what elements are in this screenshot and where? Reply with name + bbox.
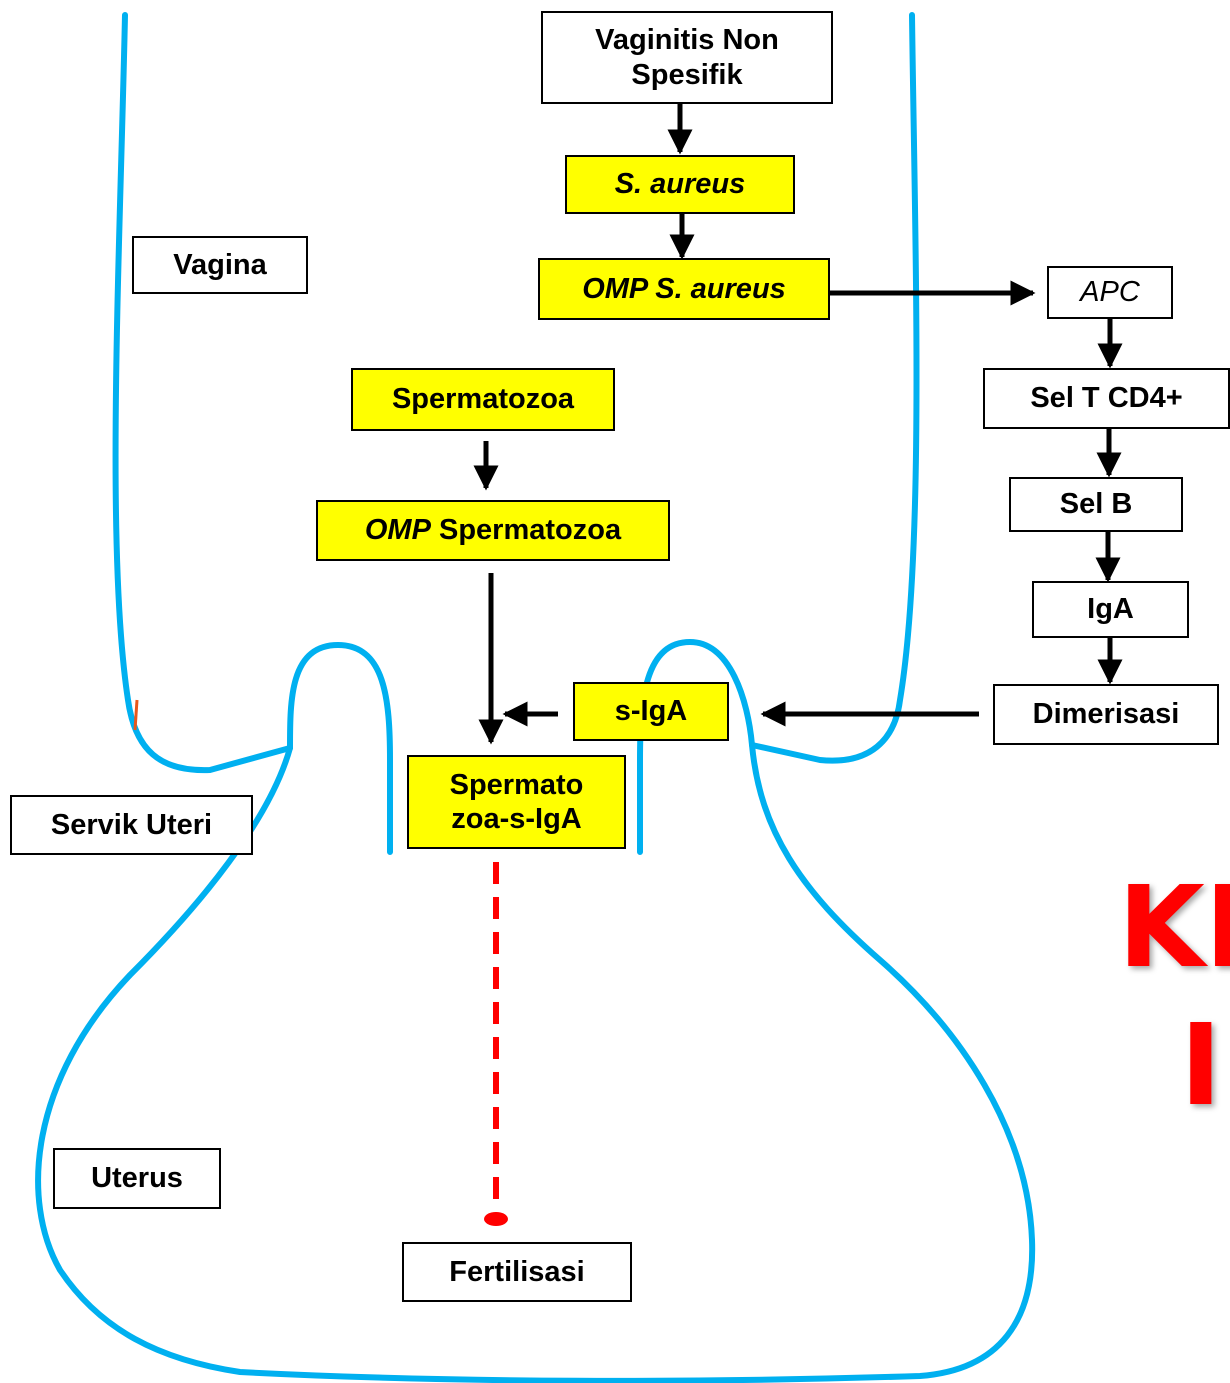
omp-italic-label: OMP [364, 514, 431, 547]
vagina-label: Vagina [173, 248, 267, 281]
omp-s-aureus-label: OMP S. aureus [582, 272, 786, 305]
omp-spermatozoa-rest: Spermatozoa [430, 514, 622, 547]
vagina-left-wall [112, 12, 293, 774]
omp-spermatozoa-label: OMP Spermatozoa [365, 513, 621, 547]
sel-t-box: Sel T CD4+ [983, 368, 1230, 429]
vagina-box: Vagina [132, 236, 308, 294]
spermatozoa-s-iga-box: Spermato zoa-s-IgA [407, 755, 626, 849]
sel-t-label: Sel T CD4+ [1030, 382, 1183, 415]
s-aureus-label: S. aureus [614, 168, 746, 201]
spermatozoa-label: Spermatozoa [391, 383, 575, 416]
s-iga-box: s-IgA [573, 682, 729, 741]
fertilisasi-label: Fertilisasi [449, 1255, 585, 1288]
dimerisasi-label: Dimerisasi [1032, 698, 1180, 731]
s-aureus-box: S. aureus [565, 155, 795, 214]
dimerisasi-box: Dimerisasi [993, 684, 1219, 745]
fertilisasi-box: Fertilisasi [402, 1242, 632, 1302]
omp-spermatozoa-box: OMP Spermatozoa [316, 500, 670, 561]
uterus-box: Uterus [53, 1148, 221, 1209]
iga-label: IgA [1087, 593, 1134, 626]
spermato-label-line1: Spermato [449, 768, 584, 801]
overlay-heading-line1: KE [1118, 863, 1230, 993]
inhibition-end-dot [484, 1212, 508, 1226]
left-cervix-lip [287, 642, 393, 855]
vaginitis-box: Vaginitis Non Spesifik [541, 11, 833, 104]
orange-mark [133, 699, 139, 731]
uterus-label: Uterus [91, 1162, 183, 1195]
spermatozoa-box: Spermatozoa [351, 368, 615, 431]
sel-b-box: Sel B [1009, 477, 1183, 532]
right-cervix-lip [637, 639, 755, 855]
uterus-outline [35, 742, 1036, 1383]
apc-label: APC [1080, 276, 1140, 309]
s-iga-label: s-IgA [614, 695, 688, 728]
vaginitis-label-line1: Vaginitis Non [595, 24, 779, 57]
sel-b-label: Sel B [1059, 488, 1133, 521]
overlay-heading-line2: I [1180, 1001, 1222, 1131]
omp-s-aureus-box: OMP S. aureus [538, 258, 830, 320]
servik-uteri-box: Servik Uteri [10, 795, 253, 855]
servik-uteri-label: Servik Uteri [50, 808, 213, 841]
vagina-right-wall [749, 12, 920, 764]
vaginitis-label-line2: Spesifik [631, 58, 743, 91]
apc-box: APC [1047, 266, 1173, 319]
spermato-label-line2: zoa-s-IgA [451, 803, 582, 835]
iga-box: IgA [1032, 581, 1189, 638]
